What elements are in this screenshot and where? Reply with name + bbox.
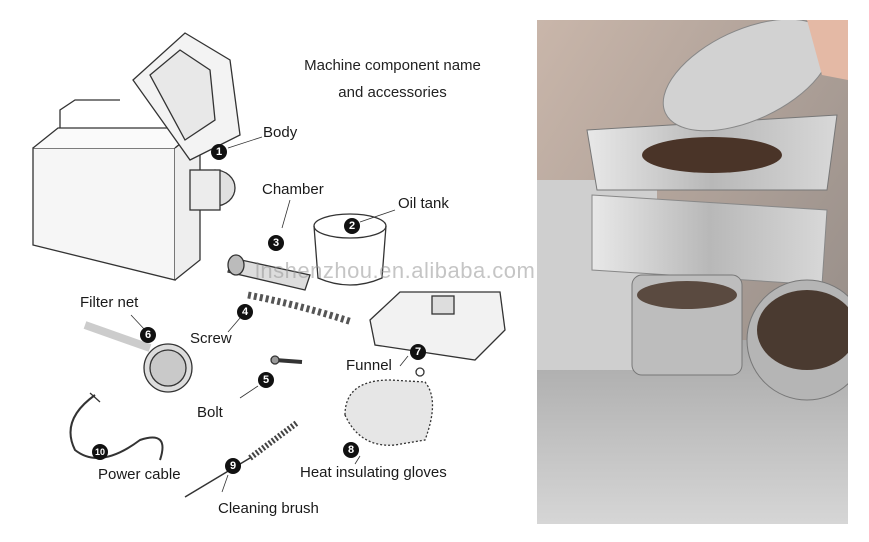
badge-9: 9	[225, 458, 241, 474]
label-body: Body	[263, 124, 298, 141]
body-drawing	[32, 32, 241, 281]
badge-4: 4	[237, 304, 253, 320]
bolt-drawing	[270, 355, 303, 365]
badge-5: 5	[258, 372, 274, 388]
diagram-title-line1: Machine component name	[304, 57, 481, 74]
screw-drawing	[247, 291, 354, 326]
badge-2: 2	[344, 218, 360, 234]
label-oil-tank: Oil tank	[398, 195, 449, 212]
machine-photo	[537, 20, 848, 524]
label-cleaning-brush: Cleaning brush	[218, 500, 319, 517]
badge-3: 3	[268, 235, 284, 251]
badge-7: 7	[410, 344, 426, 360]
filter-net-drawing	[83, 321, 193, 393]
badge-6: 6	[140, 327, 156, 343]
label-heat-insulating-gloves: Heat insulating gloves	[300, 464, 447, 481]
oil-tank-drawing	[313, 213, 387, 286]
power-cable-drawing	[69, 392, 164, 461]
badge-1: 1	[211, 144, 227, 160]
label-bolt: Bolt	[197, 404, 223, 421]
label-funnel: Funnel	[346, 357, 392, 374]
gloves-drawing	[344, 367, 434, 446]
label-filter-net: Filter net	[80, 294, 139, 311]
cleaning-brush-drawing	[184, 419, 300, 498]
label-chamber: Chamber	[262, 181, 324, 198]
leader-lines	[130, 136, 409, 493]
funnel-drawing	[369, 291, 506, 361]
watermark: lnshenzhou.en.alibaba.com	[255, 258, 536, 283]
label-power-cable: Power cable	[98, 466, 181, 483]
diagram-title-line2: and accessories	[338, 84, 447, 101]
badge-8: 8	[343, 442, 359, 458]
label-screw: Screw	[190, 330, 232, 347]
chamber-drawing	[227, 254, 311, 291]
badge-10: 10	[92, 444, 108, 460]
